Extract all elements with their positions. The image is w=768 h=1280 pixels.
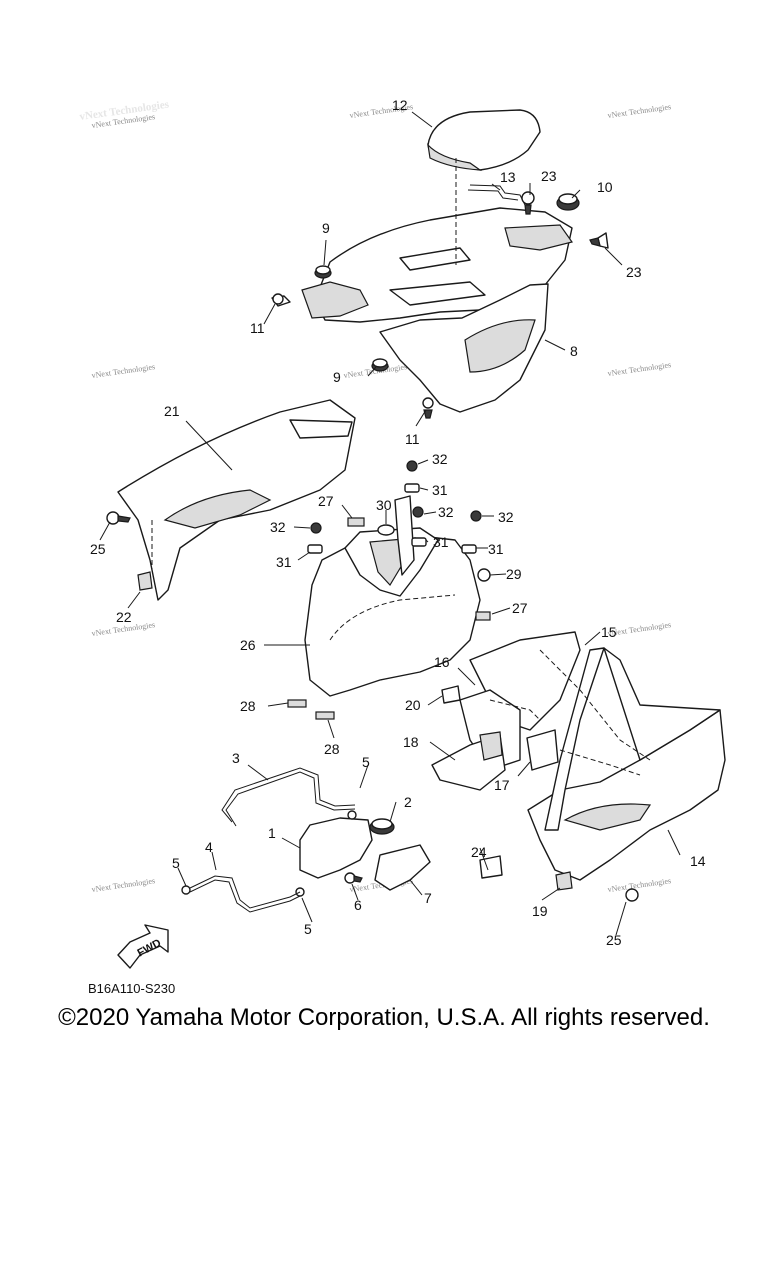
callout-31: 31 (433, 534, 449, 550)
callout-5: 5 (304, 921, 312, 937)
callout-24: 24 (471, 844, 487, 860)
callout-31: 31 (276, 554, 292, 570)
callout-20: 20 (405, 697, 421, 713)
callout-26: 26 (240, 637, 256, 653)
callout-22: 22 (116, 609, 132, 625)
parts-diagram: vNext Technologies vNext Technologies vN… (79, 97, 726, 996)
callout-27: 27 (318, 493, 334, 509)
watermark: vNext Technologies (607, 620, 672, 638)
part-13-bracket (467, 184, 526, 206)
watermark: vNext Technologies (607, 360, 672, 378)
part-3-hose (221, 767, 356, 823)
callout-4: 4 (205, 839, 213, 855)
callout-28: 28 (240, 698, 256, 714)
callout-3: 3 (232, 750, 240, 766)
part-4-hose-edge (189, 879, 301, 913)
callout-7: 7 (424, 890, 432, 906)
part-4-hose (189, 875, 301, 909)
fasteners-console (307, 460, 491, 582)
callout-9: 9 (322, 220, 330, 236)
callout-23: 23 (626, 264, 642, 280)
callout-13: 13 (500, 169, 516, 185)
callout-19: 19 (532, 903, 548, 919)
part-1-tank-assembly (181, 810, 431, 897)
callout-16: 16 (434, 654, 450, 670)
callout-6: 6 (354, 897, 362, 913)
callout-8: 8 (570, 343, 578, 359)
callout-31: 31 (488, 541, 504, 557)
watermark: vNext Technologies (91, 876, 156, 894)
part-3-hose-edge (225, 771, 356, 827)
callout-5: 5 (172, 855, 180, 871)
callout-21: 21 (164, 403, 180, 419)
part-8-rear-cover (301, 207, 573, 413)
fasteners-rear (271, 191, 609, 419)
callout-27: 27 (512, 600, 528, 616)
watermark: vNext Technologies (607, 102, 672, 120)
part-12-seat-pad (427, 109, 541, 171)
watermark: vNext Technologies (91, 362, 156, 380)
leader-lines (99, 111, 681, 936)
callout-15: 15 (601, 624, 617, 640)
callout-32: 32 (498, 509, 514, 525)
callout-32: 32 (432, 451, 448, 467)
callout-29: 29 (506, 566, 522, 582)
callout-25: 25 (90, 541, 106, 557)
callout-17: 17 (494, 777, 510, 793)
callout-10: 10 (597, 179, 613, 195)
callout-1: 1 (268, 825, 276, 841)
callout-31: 31 (432, 482, 448, 498)
callout-2: 2 (404, 794, 412, 810)
watermark: vNext Technologies (607, 876, 672, 894)
part-14-right-cover (431, 631, 726, 902)
part-21-left-cover (106, 399, 356, 601)
callout-23: 23 (541, 168, 557, 184)
copyright-notice: ©2020 Yamaha Motor Corporation, U.S.A. A… (58, 1004, 710, 1031)
callout-9: 9 (333, 369, 341, 385)
callout-18: 18 (403, 734, 419, 750)
callout-12: 12 (392, 97, 408, 113)
callout-14: 14 (690, 853, 706, 869)
callout-28: 28 (324, 741, 340, 757)
callout-11: 11 (405, 431, 420, 447)
callout-25: 25 (606, 932, 622, 948)
callout-30: 30 (376, 497, 392, 513)
callout-5: 5 (362, 754, 370, 770)
callout-32: 32 (438, 504, 454, 520)
callout-11: 11 (250, 320, 265, 336)
fwd-arrow: FWD (117, 924, 169, 969)
callouts: 12 13 23 10 23 9 11 8 9 11 21 25 22 32 3… (90, 97, 706, 948)
callout-32: 32 (270, 519, 286, 535)
diagram-code: B16A110-S230 (88, 981, 175, 996)
